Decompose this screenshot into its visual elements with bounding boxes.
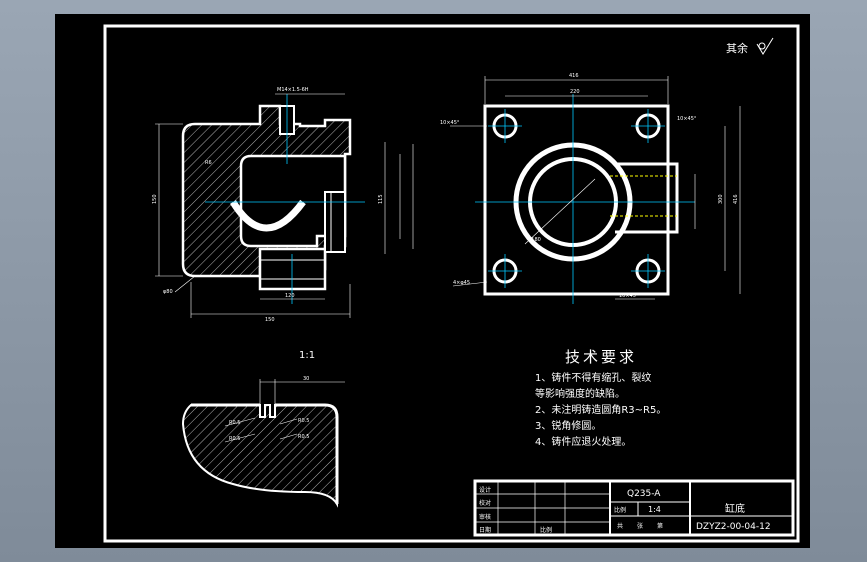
tech-req-line-1: 1、铸件不得有缩孔、裂纹 (535, 371, 651, 384)
roughness-note: 其余 (726, 41, 748, 55)
title-ratio-label: 比例 (614, 506, 626, 514)
roughness-symbol-icon (756, 37, 774, 55)
tech-req-line-4: 3、锐角修圆。 (535, 419, 601, 432)
dim-top-width: 416 (569, 73, 579, 79)
title-part-name: 缸底 (725, 502, 745, 515)
dim-front-top: M14×1.5-6H (277, 87, 309, 93)
dim-detail-r1: R0.5 (229, 420, 240, 426)
dim-detail-r3: R0.5 (298, 418, 309, 424)
title-of-label: 第 (657, 522, 663, 530)
front-right-flange (324, 191, 346, 253)
front-section-view: M14×1.5-6H 150 115 120 150 φ80 R6 (152, 87, 414, 323)
front-cavity (239, 154, 347, 248)
dim-detail-r4: R0.5 (298, 434, 309, 440)
front-bore-arc (230, 199, 306, 232)
dim-top-inner: 220 (570, 89, 580, 95)
detail-view: 30 R0.5 R0.5 R0.5 R0.5 (181, 376, 345, 508)
title-row-check: 校对 (479, 499, 491, 507)
dim-top-chamfer-1: 10×45° (440, 120, 460, 126)
tech-req-line-2: 等影响强度的缺陷。 (535, 387, 625, 400)
technical-drawing: 其余 (103, 24, 800, 543)
title-ratio-value: 1:4 (648, 505, 661, 514)
dim-top-bottom-chamfer: 4×φ45 (453, 280, 470, 286)
top-body (483, 104, 670, 296)
outer-frame (103, 24, 800, 543)
dim-top-height: 300 (718, 194, 724, 204)
title-row-review: 审核 (479, 513, 491, 521)
drawing-sheet: 其余 (55, 14, 810, 548)
title-material: Q235-A (627, 489, 661, 499)
dim-detail-r2: R0.5 (229, 436, 240, 442)
title-block (473, 479, 795, 537)
dim-top-total: 416 (733, 194, 739, 204)
title-mid-label: 共 (617, 522, 623, 530)
title-row-design: 设计 (479, 486, 491, 494)
title-sheet-label: 张 (637, 522, 643, 530)
dim-front-radius: R6 (205, 160, 212, 166)
tech-req-line-5: 4、铸件应退火处理。 (535, 435, 631, 448)
top-view: 416 220 300 416 10×45° 10×45° φ180 4×φ45… (440, 73, 741, 304)
detail-body-hatch (181, 404, 338, 508)
top-side-port (615, 162, 679, 234)
dim-top-chamfer-2: 10×45° (677, 116, 697, 122)
dim-front-bottom-inner: 120 (285, 293, 295, 299)
dim-front-bore: φ80 (163, 289, 173, 295)
tech-req-title: 技术要求 (565, 348, 637, 366)
title-drawing-no: DZYZ2-00-04-12 (696, 522, 771, 532)
tech-req-line-3: 2、未注明铸造圆角R3~R5。 (535, 403, 666, 416)
tech-requirements: 技术要求 1、铸件不得有缩孔、裂纹 等影响强度的缺陷。 2、未注明铸造圆角R3~… (535, 348, 666, 448)
dim-front-height: 150 (152, 194, 158, 204)
dim-front-height-2: 115 (378, 194, 384, 204)
dim-top-bottom-right: 10×45° (619, 293, 639, 299)
front-pipe-boss (258, 247, 327, 291)
title-row-date: 日期 (479, 526, 491, 534)
scale-label: 1:1 (299, 350, 315, 361)
dim-top-hole: φ180 (528, 237, 541, 243)
dim-front-bottom-total: 150 (265, 317, 275, 323)
dim-detail-width: 30 (303, 376, 309, 382)
title-bottom-label: 比例 (540, 526, 552, 534)
